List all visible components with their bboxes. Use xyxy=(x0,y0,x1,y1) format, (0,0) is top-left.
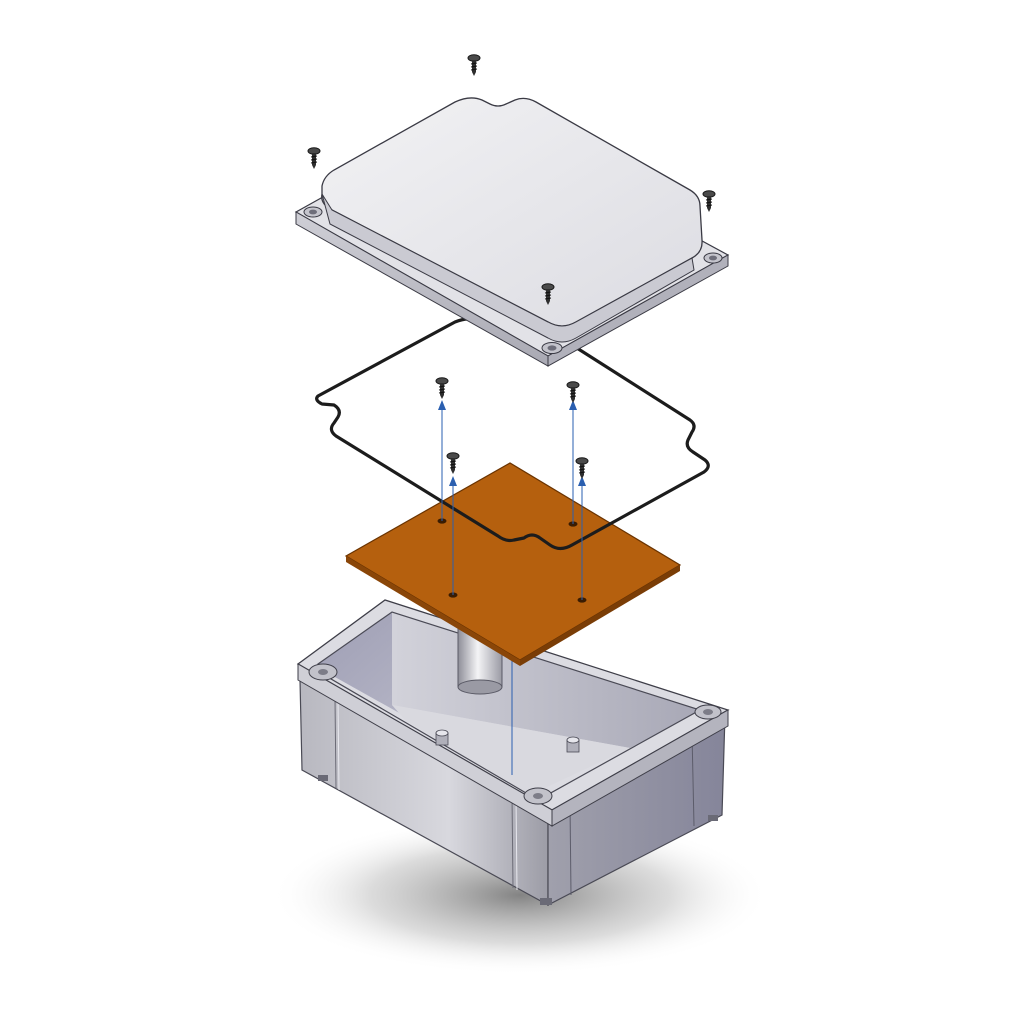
floor-stud xyxy=(435,729,449,746)
arrow-up-icon xyxy=(569,400,577,410)
corner-boss xyxy=(308,663,338,681)
enclosure-base xyxy=(296,599,730,907)
plate-screw-icon xyxy=(446,452,460,475)
plate-screw-icon xyxy=(575,457,589,480)
lid-screw-icon xyxy=(307,147,321,170)
base-inner-left-wall xyxy=(318,612,510,775)
floor-stud xyxy=(566,736,580,753)
arrow-up-icon xyxy=(449,476,457,486)
base-floor xyxy=(392,705,630,795)
arrow-up-icon xyxy=(438,400,446,410)
assembly-guides xyxy=(438,400,586,600)
corner-boss xyxy=(694,704,722,720)
lid-screw-icon xyxy=(702,190,716,213)
lid-hole xyxy=(541,342,563,354)
plate-screw-icon xyxy=(435,377,449,400)
lid-hole xyxy=(303,206,323,218)
lid xyxy=(294,97,730,367)
lid-hole xyxy=(703,252,723,264)
corner-boss xyxy=(523,787,553,805)
arrow-up-icon xyxy=(578,476,586,486)
lid-screw-icon xyxy=(467,54,481,77)
plate-screw-icon xyxy=(566,381,580,404)
mounting-plate xyxy=(344,462,682,666)
